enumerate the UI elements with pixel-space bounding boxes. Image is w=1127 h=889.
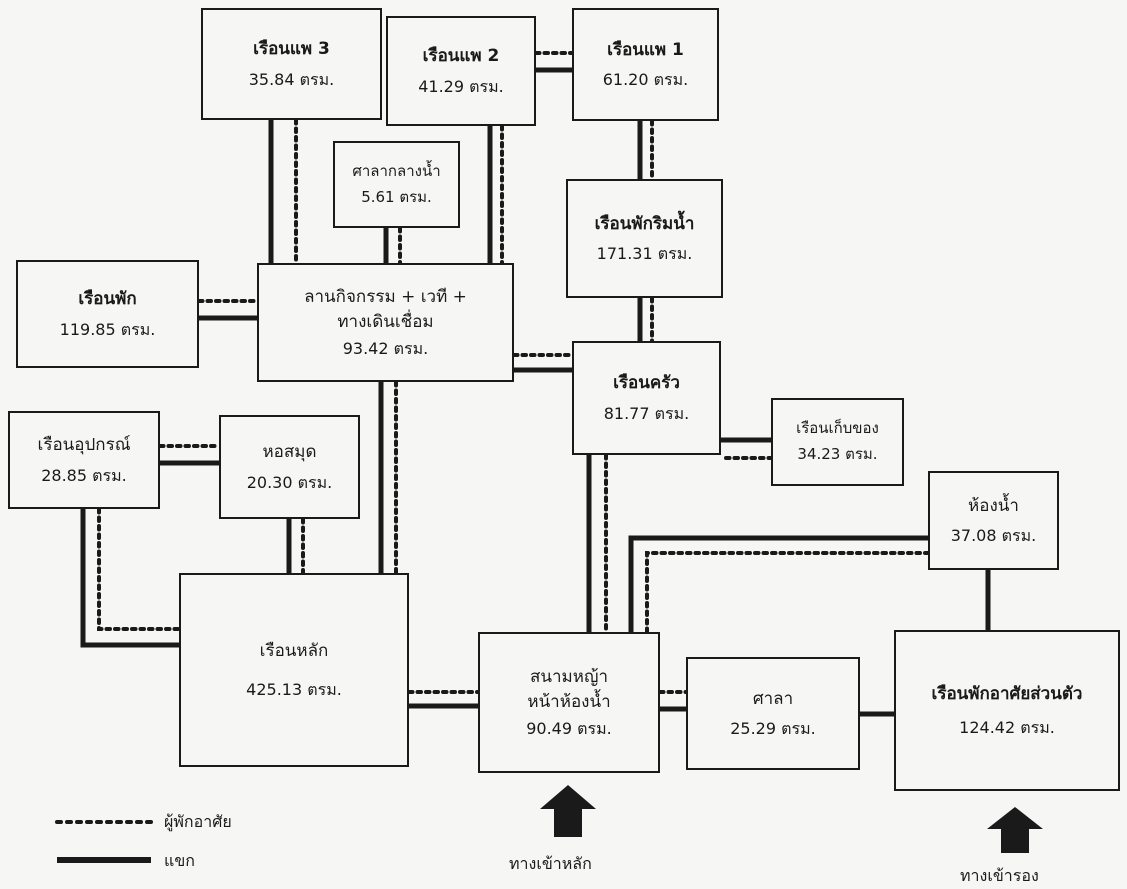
main-entrance-label: ทางเข้าหลัก bbox=[509, 854, 592, 873]
secondary-entrance-label: ทางเข้ารอง bbox=[960, 866, 1039, 885]
node-raft-1-label: เรือนแพ 1 bbox=[607, 39, 684, 60]
node-activity-plaza-label: ลานกิจกรรม + เวที + bbox=[304, 287, 467, 308]
node-raft-1-area: 61.20 ตรม. bbox=[602, 70, 689, 90]
node-raft-2-area: 41.29 ตรม. bbox=[418, 76, 504, 96]
node-lawn-area: 90.49 ตรม. bbox=[526, 718, 612, 738]
node-raft-1: เรือนแพ 1 61.20 ตรม. bbox=[572, 8, 719, 121]
node-sala-label: ศาลา bbox=[752, 688, 794, 709]
edge-lawn-toilet-resident bbox=[645, 551, 930, 634]
node-lawn-label-2: หน้าห้องน้ำ bbox=[527, 691, 611, 712]
node-sala-water-label: ศาลากลางน้ำ bbox=[352, 161, 441, 180]
node-sala-area: 25.29 ตรม. bbox=[730, 719, 816, 739]
node-sala-water-area: 5.61 ตรม. bbox=[361, 187, 432, 206]
legend-guest-label: แขก bbox=[164, 851, 195, 870]
node-raft-3-label: เรือนแพ 3 bbox=[253, 39, 330, 60]
node-main-house: เรือนหลัก 425.13 ตรม. bbox=[179, 573, 409, 767]
node-private-residence-label: เรือนพักอาศัยส่วนตัว bbox=[931, 683, 1083, 704]
legend-resident-label: ผู้พักอาศัย bbox=[164, 812, 232, 831]
node-equipment-label: เรือนอุปกรณ์ bbox=[37, 435, 131, 456]
edge-equipment-main-guest bbox=[80, 509, 179, 648]
node-equipment-area: 28.85 ตรม. bbox=[41, 465, 127, 485]
node-guest-house-area: 119.85 ตรม. bbox=[59, 319, 156, 339]
main-entrance-arrow-icon bbox=[540, 785, 596, 837]
node-library-label: หอสมุด bbox=[262, 442, 317, 463]
node-waterside-area: 171.31 ตรม. bbox=[596, 244, 693, 264]
node-lawn-label: สนามหญ้า bbox=[530, 667, 608, 688]
node-main-house-label: เรือนหลัก bbox=[259, 641, 329, 662]
node-activity-plaza-area: 93.42 ตรม. bbox=[342, 338, 429, 358]
node-raft-2: เรือนแพ 2 41.29 ตรม. bbox=[386, 16, 536, 126]
node-kitchen-area: 81.77 ตรม. bbox=[603, 403, 690, 423]
node-equipment: เรือนอุปกรณ์ 28.85 ตรม. bbox=[8, 411, 160, 509]
legend-solid-line bbox=[57, 857, 151, 863]
node-library: หอสมุด 20.30 ตรม. bbox=[219, 415, 360, 519]
node-kitchen: เรือนครัว 81.77 ตรม. bbox=[572, 341, 721, 455]
node-lawn: สนามหญ้า หน้าห้องน้ำ 90.49 ตรม. bbox=[478, 632, 660, 773]
node-kitchen-label: เรือนครัว bbox=[613, 373, 680, 394]
node-private-residence-area: 124.42 ตรม. bbox=[959, 718, 1055, 738]
node-waterside: เรือนพักริมน้ำ 171.31 ตรม. bbox=[566, 179, 723, 298]
node-sala-water: ศาลากลางน้ำ 5.61 ตรม. bbox=[333, 141, 460, 228]
node-raft-3-area: 35.84 ตรม. bbox=[248, 69, 335, 89]
node-private-residence: เรือนพักอาศัยส่วนตัว 124.42 ตรม. bbox=[894, 630, 1120, 791]
node-sala: ศาลา 25.29 ตรม. bbox=[686, 657, 860, 770]
node-main-house-area: 425.13 ตรม. bbox=[246, 679, 342, 699]
node-toilet-area: 37.08 ตรม. bbox=[950, 526, 1037, 546]
node-storage-label: เรือนเก็บของ bbox=[796, 419, 879, 438]
node-toilet-label: ห้องน้ำ bbox=[968, 495, 1019, 516]
node-guest-house-label: เรือนพัก bbox=[78, 289, 137, 310]
edge-equipment-main-resident bbox=[97, 507, 181, 631]
node-waterside-label: เรือนพักริมน้ำ bbox=[594, 213, 695, 234]
node-activity-plaza-label-2: ทางเดินเชื่อม bbox=[337, 311, 434, 332]
node-storage: เรือนเก็บของ 34.23 ตรม. bbox=[771, 398, 904, 486]
node-guest-house: เรือนพัก 119.85 ตรม. bbox=[16, 260, 199, 368]
node-toilet: ห้องน้ำ 37.08 ตรม. bbox=[928, 471, 1059, 570]
node-raft-2-label: เรือนแพ 2 bbox=[422, 46, 500, 67]
node-activity-plaza: ลานกิจกรรม + เวที + ทางเดินเชื่อม 93.42 … bbox=[257, 263, 514, 382]
legend-dotted-line bbox=[55, 820, 153, 824]
secondary-entrance-arrow-icon bbox=[987, 807, 1043, 853]
node-raft-3: เรือนแพ 3 35.84 ตรม. bbox=[201, 8, 382, 120]
edge-lawn-toilet-guest bbox=[628, 535, 928, 632]
node-storage-area: 34.23 ตรม. bbox=[797, 445, 878, 463]
node-library-area: 20.30 ตรม. bbox=[246, 472, 333, 492]
